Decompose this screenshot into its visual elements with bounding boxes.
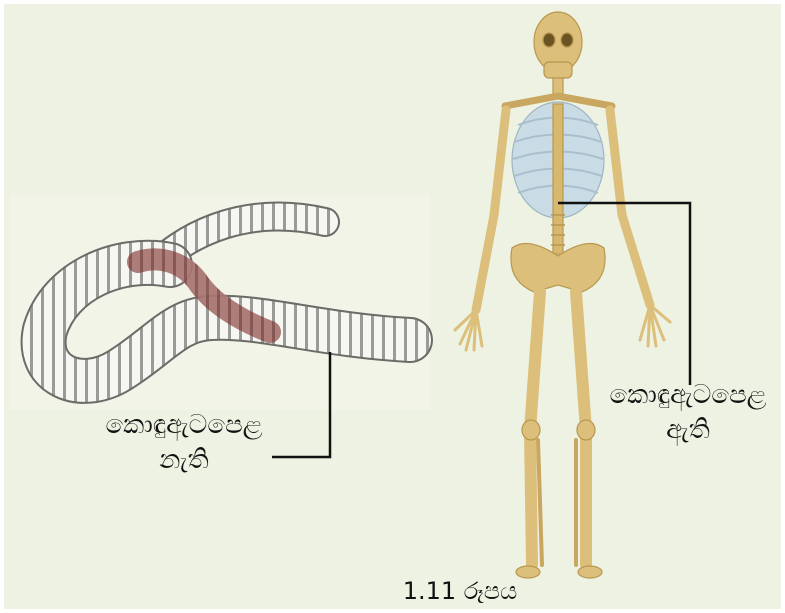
worm-label: කොඳුඇටපෙළ නැති [84,408,284,478]
skeleton-label: කොඳුඇටපෙළ ඇති [593,378,783,448]
skeleton-label-line1: කොඳුඇටපෙළ [593,378,783,413]
worm-label-line1: කොඳුඇටපෙළ [84,408,284,443]
spine [553,104,563,254]
worm-label-line2: නැති [84,443,284,478]
human-skeleton-image [455,12,670,578]
skeleton-label-line2: ඇති [593,413,783,448]
earthworm-image [10,195,430,410]
figure-caption: 1.11 රූපය [360,577,560,605]
